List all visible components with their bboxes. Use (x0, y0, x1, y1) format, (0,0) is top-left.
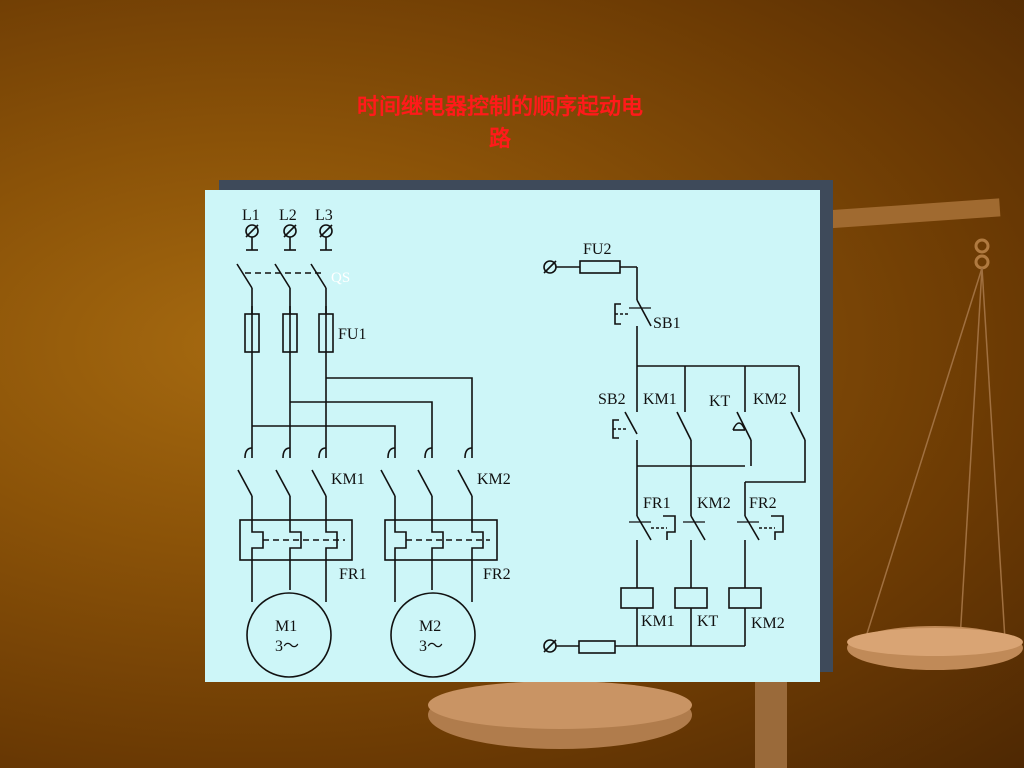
label-coil-kt: KT (697, 613, 719, 630)
slide-title: 时间继电器控制的顺序起动电 路 (300, 92, 700, 156)
label-km1-main: KM1 (331, 471, 365, 488)
label-motor2-name: M2 (419, 618, 441, 635)
fr1-nc-contact (629, 466, 676, 588)
label-sb2: SB2 (598, 391, 626, 408)
circuit-diagram: L1 L2 L3 QS FU1 KM1 KM2 FR1 FR2 M1 3～ M2… (236, 207, 806, 678)
contactor-km2-main (380, 447, 473, 520)
label-motor1-name: M1 (275, 618, 297, 635)
label-l1: L1 (242, 207, 260, 224)
slide-title-line1: 时间继电器控制的顺序起动电 (356, 95, 643, 120)
control-terminal-bottom (543, 639, 557, 653)
label-fr2-main: FR2 (483, 566, 511, 583)
label-l3: L3 (315, 207, 333, 224)
label-fr2-contact: FR2 (749, 495, 777, 512)
motor-m2-symbol (390, 592, 476, 678)
bottom-fuse (578, 640, 616, 654)
stop-button-sb1 (614, 299, 652, 366)
thermal-relay-fr1 (239, 519, 353, 561)
label-l2: L2 (279, 207, 297, 224)
kt-timed-contact (732, 366, 752, 466)
km2-nc-contact (683, 466, 706, 588)
label-fr1-contact: FR1 (643, 495, 671, 512)
contactor-km1-main (237, 447, 327, 520)
coil-kt (674, 587, 708, 609)
label-fu2: FU2 (583, 241, 611, 258)
label-km2-nc: KM2 (697, 495, 731, 512)
km2-aux-contact (745, 366, 806, 483)
label-km2-aux: KM2 (753, 391, 787, 408)
control-terminal-top (543, 260, 557, 274)
motor-m1-symbol (246, 592, 332, 678)
label-fr1-main: FR1 (339, 566, 367, 583)
label-coil-km2: KM2 (751, 615, 785, 632)
label-coil-km1: KM1 (641, 613, 675, 630)
label-motor1-spec: 3～ (275, 638, 299, 655)
coil-km2 (728, 587, 762, 609)
label-kt-contact: KT (709, 393, 731, 410)
km1-aux-contact (676, 366, 692, 466)
circuit-diagram-panel: L1 L2 L3 QS FU1 KM1 KM2 FR1 FR2 M1 3～ M2… (205, 190, 820, 682)
coil-km1 (620, 587, 654, 609)
label-km2-main: KM2 (477, 471, 511, 488)
fuse-fu2 (579, 260, 621, 274)
label-qs: QS (331, 270, 350, 286)
slide-title-line2: 路 (488, 127, 511, 152)
main-switch-qs (236, 263, 327, 314)
phase-terminals (245, 224, 333, 238)
start-button-sb2 (612, 366, 638, 466)
label-motor2-spec: 3～ (419, 638, 443, 655)
label-km1-aux: KM1 (643, 391, 677, 408)
fuse-fu1 (244, 306, 334, 360)
label-fu1: FU1 (338, 326, 366, 343)
thermal-relay-fr2 (384, 519, 498, 561)
label-sb1: SB1 (653, 315, 681, 332)
fr2-nc-contact (737, 482, 784, 588)
